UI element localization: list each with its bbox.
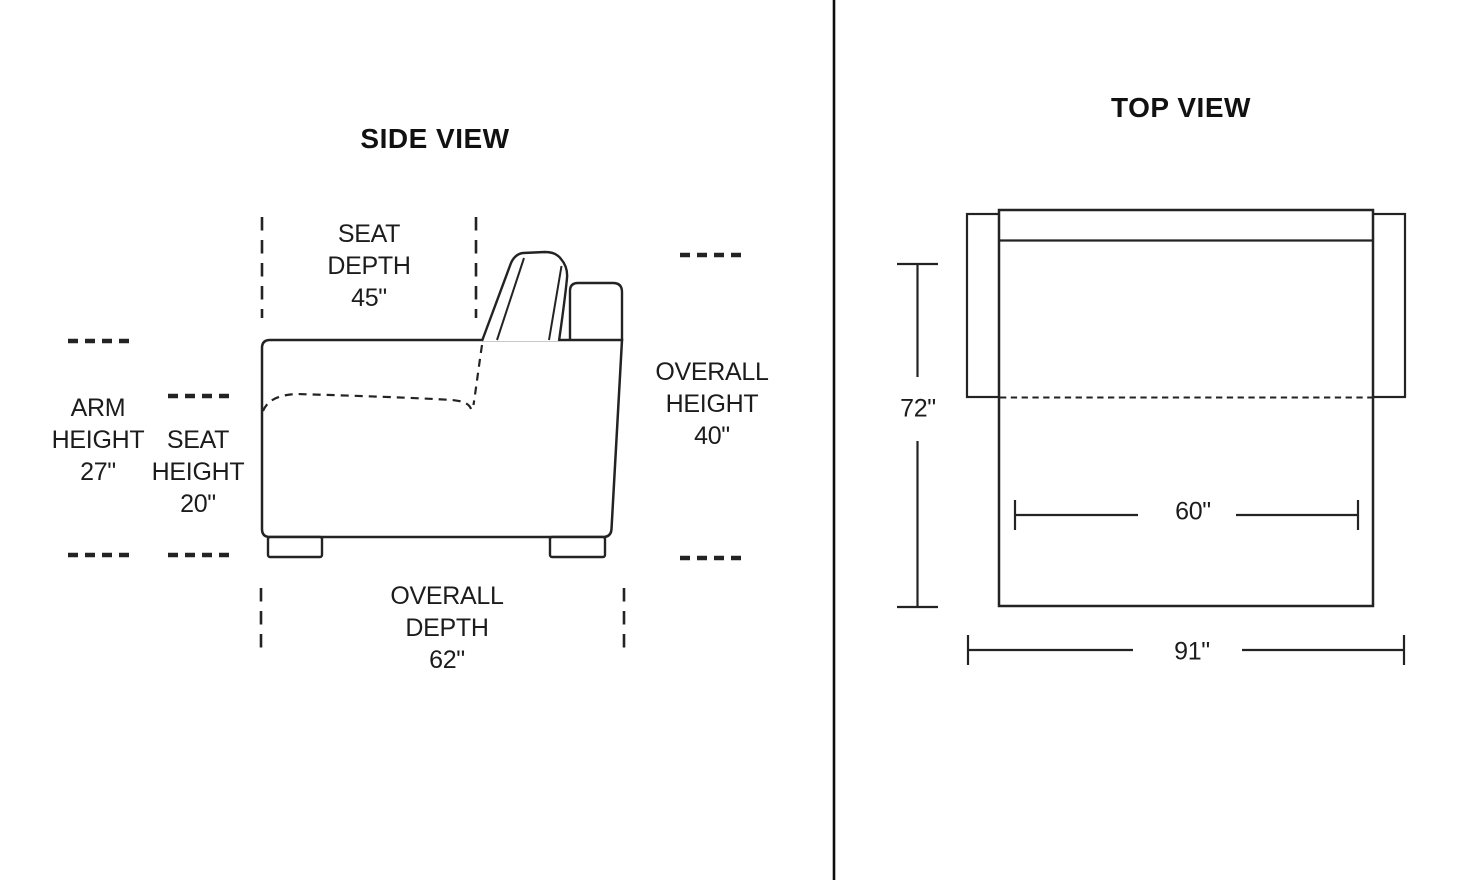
overall-height-label: OVERALL HEIGHT 40" <box>655 356 769 452</box>
sofa-back-panel <box>568 281 624 341</box>
top-view-drawing <box>897 208 1407 665</box>
sofa-feet <box>266 535 607 559</box>
seat-depth-value: 45" <box>351 284 387 312</box>
arm-height-value: 27" <box>80 458 116 486</box>
top-view-depth-value: 72" <box>900 394 936 423</box>
overall-height-label-line2: HEIGHT <box>665 390 759 418</box>
arm-height-label-line2: HEIGHT <box>51 426 145 454</box>
dimension-line-72 <box>897 262 938 609</box>
top-view-title: TOP VIEW <box>1111 92 1251 123</box>
seat-depth-label-line2: DEPTH <box>327 252 411 280</box>
top-view-seat-width-value: 60" <box>1175 497 1211 526</box>
overall-depth-label-line2: DEPTH <box>405 614 489 642</box>
arm-height-label-line1: ARM <box>70 394 126 422</box>
overall-depth-label-line1: OVERALL <box>390 582 504 610</box>
seat-height-label: SEAT HEIGHT 20" <box>152 424 245 520</box>
sofa-back-cushion <box>480 250 569 342</box>
arm-height-label: ARM HEIGHT 27" <box>52 392 145 488</box>
top-view-overall-width-value: 91" <box>1174 637 1210 666</box>
seat-hidden-lines <box>261 344 484 412</box>
overall-height-value: 40" <box>694 422 730 450</box>
overall-height-label-line1: OVERALL <box>655 358 769 386</box>
seat-height-value: 20" <box>180 490 216 518</box>
dimension-line-60 <box>1013 500 1360 530</box>
sofa-outline-top <box>997 208 1375 608</box>
cushion-seam-left <box>496 257 525 341</box>
cushion-seam-right <box>548 265 563 341</box>
sofa-body <box>260 338 624 539</box>
side-view-title: SIDE VIEW <box>360 123 510 154</box>
seat-depth-label-line1: SEAT <box>337 220 401 248</box>
sofa-arms-top <box>965 212 1407 399</box>
side-view-drawing <box>68 217 741 656</box>
seat-height-label-line1: SEAT <box>166 426 230 454</box>
seat-depth-label: SEAT DEPTH 45" <box>327 218 411 314</box>
dimension-line-91 <box>966 635 1406 665</box>
seat-depth-guides <box>260 217 478 318</box>
overall-depth-label: OVERALL DEPTH 62" <box>390 580 504 676</box>
overall-depth-value: 62" <box>429 646 465 674</box>
seat-height-label-line2: HEIGHT <box>151 458 245 486</box>
overall-depth-guides <box>259 588 626 656</box>
